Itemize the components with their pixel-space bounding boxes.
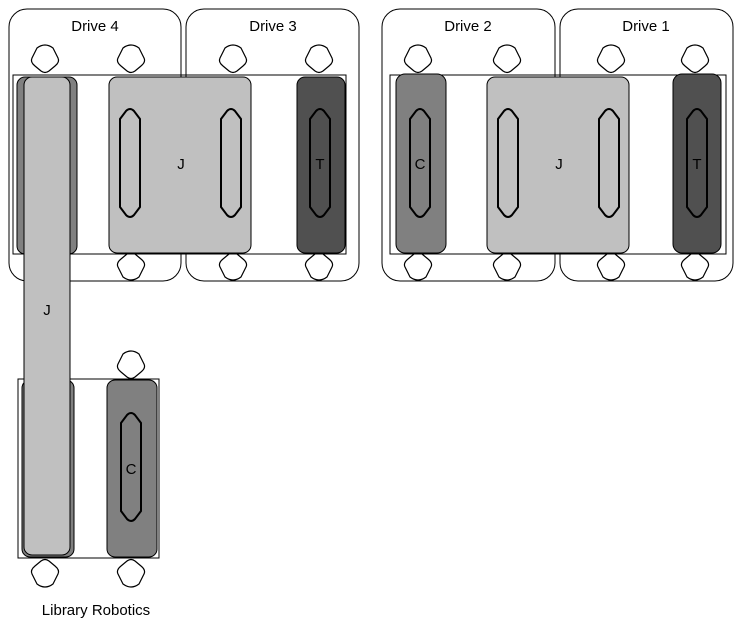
latch-icon (116, 558, 146, 588)
cartridge-label: C (415, 156, 426, 173)
cartridge-j-drive2-1[interactable]: J (486, 76, 630, 254)
drive-2-1-frame (389, 74, 727, 255)
drive-4-label: Drive 4 (71, 18, 119, 35)
cartridge-label: C (126, 461, 137, 478)
cartridge-label: J (177, 156, 185, 173)
cartridge-t-drive3[interactable]: T (296, 76, 346, 254)
cartridge-label: J (555, 156, 563, 173)
cartridge-c-robotics[interactable]: C (106, 379, 158, 558)
drive-3-label: Drive 3 (249, 18, 297, 35)
drive-2-label: Drive 2 (444, 18, 492, 35)
cartridge-label: J (43, 302, 51, 319)
library-robotics-label: Library Robotics (42, 602, 150, 619)
cartridge-t-drive1[interactable]: T (672, 73, 722, 254)
robotics-frame (17, 378, 160, 559)
latch-icon (30, 558, 60, 588)
cartridge-j-tall[interactable]: J (23, 76, 71, 556)
cartridge-label: T (692, 156, 701, 173)
drive-1-label: Drive 1 (622, 18, 670, 35)
cartridge-c-drive2[interactable]: C (395, 73, 447, 254)
drive-4-3-frame (12, 74, 347, 255)
cartridge-label: T (315, 156, 324, 173)
cartridge-j-drive4-3[interactable]: J (108, 76, 252, 254)
latch-icon (116, 350, 146, 380)
